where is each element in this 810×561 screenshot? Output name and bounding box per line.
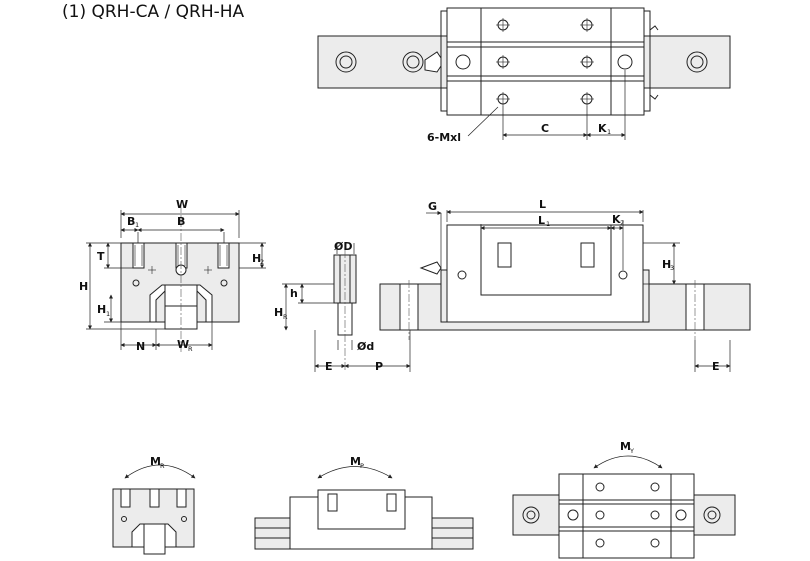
- svg-text:R: R: [188, 345, 193, 353]
- svg-text:3: 3: [670, 264, 674, 272]
- label-k2: K: [612, 213, 621, 226]
- label-w: W: [176, 198, 188, 211]
- label-c: C: [541, 122, 549, 135]
- label-l1: L: [538, 214, 545, 227]
- moment-mp-view: M P: [254, 455, 474, 550]
- label-od: ØD: [334, 240, 352, 253]
- svg-text:1: 1: [135, 221, 139, 229]
- label-h2: H: [252, 252, 261, 265]
- svg-text:2: 2: [620, 219, 624, 227]
- moment-my-view: M Y: [512, 440, 736, 559]
- label-mp: M: [350, 455, 361, 468]
- label-my: M: [620, 440, 631, 453]
- label-small-h: h: [290, 287, 298, 300]
- svg-text:1: 1: [607, 128, 611, 136]
- label-h1: H: [97, 303, 106, 316]
- label-od-small: Ød: [357, 340, 374, 353]
- label-l: L: [539, 198, 546, 211]
- svg-text:P: P: [360, 462, 364, 470]
- label-wr: W: [177, 338, 189, 351]
- label-b1: B: [127, 215, 135, 228]
- moment-mr-view: M R: [112, 455, 196, 555]
- grease-nipple: [424, 51, 442, 73]
- side-view: L L 1 K 2 G H 3 E: [379, 198, 751, 373]
- label-t: T: [97, 250, 105, 263]
- label-k1: K: [598, 122, 607, 135]
- label-hr: H: [274, 306, 283, 319]
- svg-text:R: R: [283, 313, 288, 321]
- label-6-mxl: 6-Mxl: [427, 131, 461, 144]
- label-e-right: E: [712, 360, 720, 373]
- svg-text:Y: Y: [629, 447, 634, 455]
- svg-text:1: 1: [106, 310, 110, 318]
- label-b: B: [177, 215, 185, 228]
- top-view: 6-Mxl C K 1: [317, 7, 731, 144]
- diagram-title: (1) QRH-CA / QRH-HA: [62, 2, 245, 22]
- grease-nipple-side: [419, 261, 442, 275]
- label-g: G: [428, 200, 437, 213]
- svg-text:2: 2: [260, 258, 264, 266]
- label-h: H: [79, 280, 88, 293]
- label-mr: M: [150, 455, 161, 468]
- front-view: W B 1 B H T H 1 H 2 N W R: [79, 198, 266, 353]
- label-p: P: [375, 360, 383, 373]
- rail-profile-front: [149, 284, 213, 323]
- label-e-left: E: [325, 360, 333, 373]
- label-h3: H: [662, 258, 671, 271]
- svg-text:1: 1: [546, 220, 550, 228]
- svg-text:R: R: [160, 462, 165, 470]
- rail-section: ØD h H R Ød E P: [274, 240, 411, 373]
- label-n: N: [136, 340, 145, 353]
